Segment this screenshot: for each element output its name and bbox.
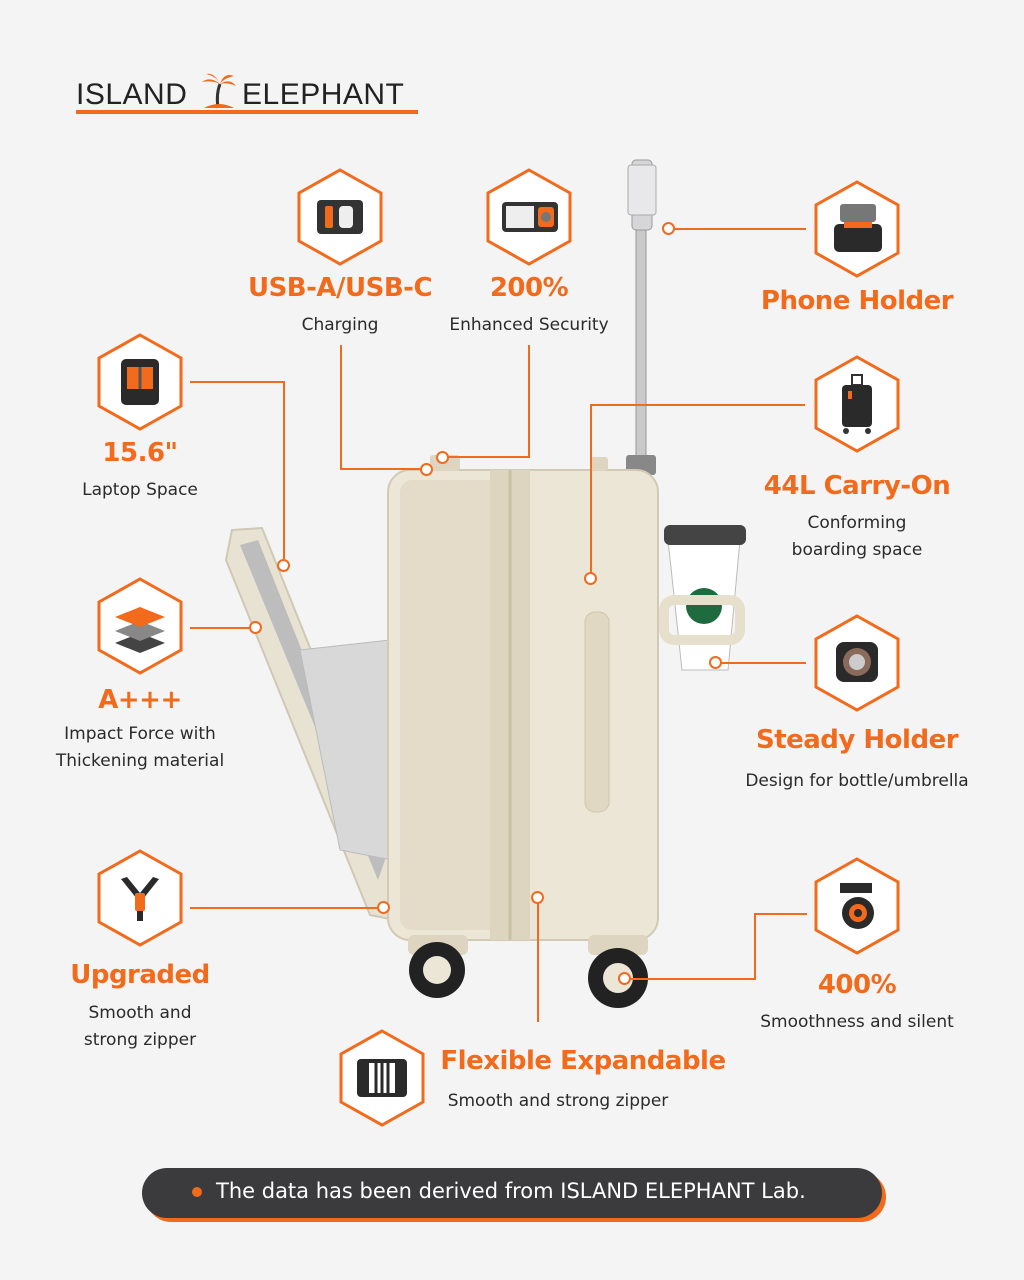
steady-holder-desc: Design for bottle/umbrella — [745, 771, 969, 791]
wheels-title: 400% — [817, 970, 897, 1000]
footer-banner: The data has been derived from ISLAND EL… — [142, 1168, 882, 1218]
zipper-desc-line1: Smooth and — [88, 1003, 192, 1023]
wheels-connector-line-v — [754, 913, 756, 979]
usb-connector-line — [340, 345, 342, 469]
phone-holder-icon — [814, 180, 900, 278]
brand-logo: ISLAND ELEPHANT — [76, 73, 426, 118]
carryon-title: 44L Carry-On — [763, 471, 951, 501]
security-desc: Enhanced Security — [449, 315, 609, 335]
laptop-connector-line-v — [283, 381, 285, 561]
brand-name-left: ISLAND — [76, 78, 188, 111]
laptop-compartment-icon — [97, 333, 183, 431]
zipper-icon — [97, 849, 183, 947]
impact-desc-line2: Thickening material — [55, 751, 225, 771]
expand-connector-dot — [531, 891, 544, 904]
carryon-connector-dot — [584, 572, 597, 585]
usb-title: USB-A/USB-C — [247, 273, 433, 303]
carry-on-luggage-icon — [814, 355, 900, 453]
wheels-connector-line-h — [755, 913, 807, 915]
zipper-connector-dot — [377, 901, 390, 914]
zipper-connector-line — [190, 907, 378, 909]
bullet-dot-icon — [192, 1187, 202, 1197]
carryon-desc-line2: boarding space — [791, 540, 923, 560]
impact-title: A+++ — [98, 685, 182, 715]
spinner-wheel-icon — [814, 857, 900, 955]
expandable-zipper-icon — [339, 1029, 425, 1127]
logo-underline — [76, 110, 418, 114]
zipper-title: Upgraded — [70, 960, 210, 990]
laptop-desc: Laptop Space — [82, 480, 198, 500]
laptop-connector-line-h — [190, 381, 284, 383]
security-title: 200% — [489, 273, 569, 303]
phone-connector-dot — [662, 222, 675, 235]
palm-island-icon — [202, 73, 236, 109]
expandable-desc: Smooth and strong zipper — [447, 1091, 669, 1111]
impact-connector-line — [190, 627, 250, 629]
laptop-title: 15.6" — [102, 438, 178, 468]
wheels-connector-line-h2 — [628, 978, 756, 980]
footer-text: The data has been derived from ISLAND EL… — [216, 1179, 806, 1203]
usb-connector-dot — [420, 463, 433, 476]
steady-connector-line — [720, 662, 806, 664]
zipper-desc-line2: strong zipper — [83, 1030, 197, 1050]
layered-material-icon — [97, 577, 183, 675]
phone-connector-line — [672, 228, 806, 230]
security-connector-line-h — [446, 456, 530, 458]
usb-desc: Charging — [301, 315, 379, 335]
usb-connector-line-h — [340, 468, 422, 470]
expandable-title: Flexible Expandable — [440, 1046, 726, 1076]
carryon-connector-line-h — [591, 404, 805, 406]
expand-connector-line — [537, 900, 539, 1022]
steady-connector-dot — [709, 656, 722, 669]
suitcase-illustration — [224, 159, 746, 1008]
carryon-desc-line1: Conforming — [807, 513, 907, 533]
phone-holder-title: Phone Holder — [760, 286, 954, 316]
wheels-connector-dot — [618, 972, 631, 985]
laptop-connector-dot — [277, 559, 290, 572]
security-connector-dot — [436, 451, 449, 464]
security-connector-line — [528, 345, 530, 457]
impact-connector-dot — [249, 621, 262, 634]
cup-holder-icon — [814, 614, 900, 712]
carryon-connector-line-v — [590, 404, 592, 574]
impact-desc-line1: Impact Force with — [64, 724, 216, 744]
combination-lock-icon — [486, 168, 572, 266]
wheels-desc: Smoothness and silent — [760, 1012, 954, 1032]
usb-port-icon — [297, 168, 383, 266]
brand-name-right: ELEPHANT — [242, 78, 405, 111]
steady-holder-title: Steady Holder — [755, 725, 959, 755]
